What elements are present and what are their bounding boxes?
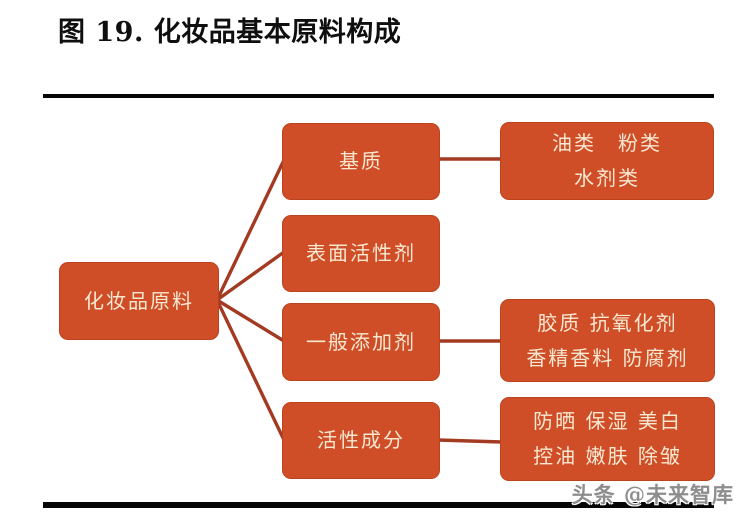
node-active-items-line1: 防晒 保湿 美白	[533, 409, 682, 433]
watermark: 头条 @未来智库	[571, 482, 734, 507]
connector-root-active	[215, 299, 286, 441]
node-active: 活性成分	[282, 402, 440, 479]
node-surfactant: 表面活性剂	[282, 215, 440, 292]
node-base-items-line2: 水剂类	[574, 166, 640, 190]
node-root-label: 化妆品原料	[84, 288, 194, 313]
top-divider	[43, 94, 714, 98]
node-additive: 一般添加剂	[282, 303, 440, 381]
node-additive-label: 一般添加剂	[306, 329, 416, 354]
bottom-divider	[43, 502, 714, 508]
node-base-items: 油类 粉类 水剂类	[500, 122, 714, 200]
connector-root-surfactant	[216, 250, 285, 302]
node-active-label: 活性成分	[317, 428, 405, 452]
node-active-items: 防晒 保湿 美白 控油 嫩肤 除皱	[500, 397, 715, 481]
node-additive-items-line2: 香精香料 防腐剂	[526, 345, 689, 370]
node-base-label: 基质	[339, 149, 383, 173]
connector-active-leaf	[437, 438, 503, 444]
connector-root-additive	[216, 298, 285, 343]
figure-title: 图 19. 化妆品基本原料构成	[58, 17, 402, 48]
node-base-items-line1: 油类 粉类	[552, 131, 662, 155]
connector-root-base	[215, 159, 286, 301]
node-base: 基质	[282, 123, 440, 200]
node-additive-items: 胶质 抗氧化剂 香精香料 防腐剂	[500, 299, 715, 382]
node-surfactant-label: 表面活性剂	[306, 241, 416, 265]
node-active-items-line2: 控油 嫩肤 除皱	[533, 444, 682, 468]
node-root: 化妆品原料	[59, 262, 219, 340]
node-additive-items-line1: 胶质 抗氧化剂	[537, 310, 678, 335]
